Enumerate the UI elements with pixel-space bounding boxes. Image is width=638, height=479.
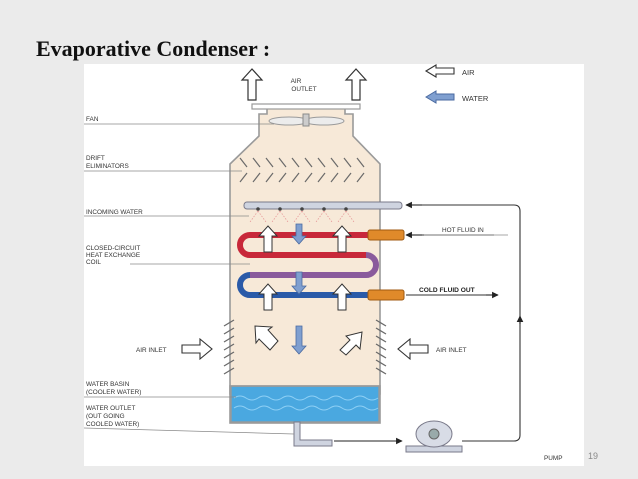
heat-exchange-coil-hot — [237, 232, 374, 258]
tower-body — [229, 107, 381, 395]
air-inlet-louvers-right — [375, 319, 387, 375]
coil-label: CLOSED-CIRCUIT — [86, 245, 140, 252]
hot-fluid-in-pipe — [367, 229, 405, 241]
water-outlet-pipe — [293, 421, 333, 447]
spray-nozzles — [256, 207, 348, 211]
page-number: 19 — [588, 451, 599, 461]
slide-title: Evaporative Condenser : — [36, 36, 271, 61]
coil-label: COIL — [86, 259, 101, 266]
drift-eliminators — [239, 157, 365, 183]
drift-eliminators-label: DRIFT — [86, 155, 105, 162]
air-inlet-left-arrow-icon — [181, 337, 213, 361]
water-basin-label: (COOLER WATER) — [86, 389, 141, 396]
water-basin-label: WATER BASIN — [86, 381, 130, 388]
fan-label: FAN — [86, 116, 99, 123]
diagram-svg: AIR OUTLET AIR WATER — [83, 64, 562, 462]
water-flow-arrow-icon — [291, 223, 307, 355]
water-spray — [249, 210, 355, 223]
legend-air-label: AIR — [462, 68, 475, 77]
air-outlet-arrow-icon — [344, 68, 368, 101]
coil-label: HEAT EXCHANGE — [86, 252, 140, 259]
water-outlet-label: COOLED WATER) — [86, 421, 139, 428]
heat-exchange-coil-cold — [237, 272, 374, 298]
fan-blade-icon — [303, 116, 345, 126]
fan-top-plate — [251, 103, 361, 110]
air-outlet-label: AIR — [291, 78, 302, 85]
legend-water-arrow-icon — [425, 90, 455, 104]
air-inlet-left-label: AIR INLET — [136, 347, 167, 354]
callout-lines — [83, 123, 508, 435]
legend-air-arrow-icon — [424, 64, 455, 78]
water-outlet-label: WATER OUTLET — [86, 405, 135, 412]
recirculation-pipe — [406, 204, 521, 442]
pump-icon — [405, 420, 463, 453]
hot-fluid-in-label: HOT FLUID IN — [442, 227, 484, 234]
evaporative-condenser-diagram: AIR OUTLET AIR WATER — [83, 64, 584, 466]
air-outlet-arrow-icon — [240, 68, 264, 101]
legend-water-label: WATER — [462, 94, 489, 103]
air-flow-arrow-icon — [254, 225, 363, 356]
air-outlet-label: OUTLET — [291, 86, 316, 93]
fan-hub — [302, 113, 310, 127]
air-inlet-right-arrow-icon — [397, 337, 429, 361]
basin-wave — [233, 405, 379, 411]
tower-base — [229, 385, 381, 424]
air-inlet-louvers-left — [223, 319, 235, 375]
heat-exchange-coil-mid — [250, 252, 379, 278]
water-basin — [230, 385, 380, 423]
drift-eliminators-label: ELIMINATORS — [86, 163, 129, 170]
cold-fluid-out-pipe — [367, 289, 405, 301]
pump-label: PUMP — [544, 455, 562, 462]
water-outlet-label: (OUT GOING — [86, 413, 125, 420]
incoming-water-label: INCOMING WATER — [86, 209, 143, 216]
basin-wave — [233, 395, 379, 401]
air-inlet-right-label: AIR INLET — [436, 347, 467, 354]
cold-fluid-out-label: COLD FLUID OUT — [419, 287, 475, 294]
